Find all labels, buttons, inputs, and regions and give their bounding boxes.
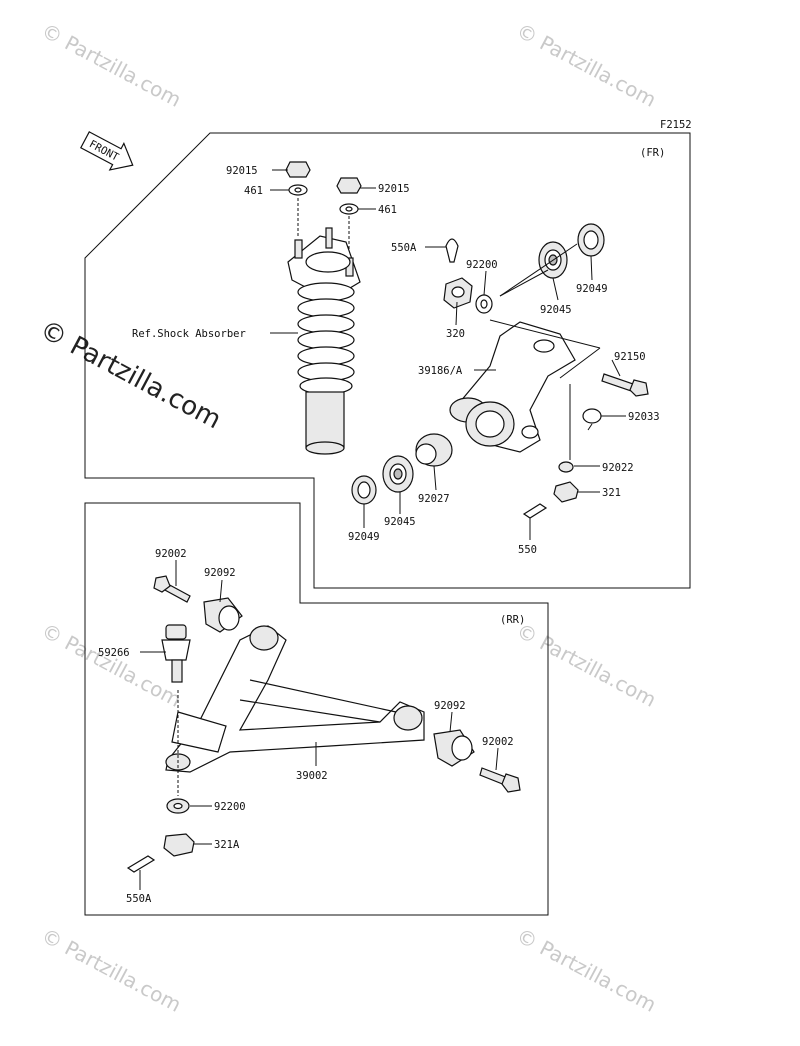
label-92045-bottom: 92045 xyxy=(384,516,416,528)
label-321: 321 xyxy=(602,487,621,499)
label-92015-a: 92015 xyxy=(226,165,258,177)
label-ref-shock-absorber: Ref.Shock Absorber xyxy=(132,328,246,340)
watermark-mid-left: © Partzilla.com xyxy=(38,618,186,712)
frame-front xyxy=(84,132,691,589)
section-fr-label: (FR) xyxy=(640,147,665,159)
leaders-rear xyxy=(139,560,499,890)
label-92200-top: 92200 xyxy=(466,259,498,271)
label-92022: 92022 xyxy=(602,462,634,474)
labels-rear: 92002 92092 59266 92092 92002 39002 9220… xyxy=(98,548,514,905)
label-92150: 92150 xyxy=(614,351,646,363)
label-59266: 59266 xyxy=(98,647,130,659)
label-92045-top: 92045 xyxy=(540,304,572,316)
label-550a-top: 550A xyxy=(391,242,417,254)
section-rr-label: (RR) xyxy=(500,614,525,626)
label-92200-bottom: 92200 xyxy=(214,801,246,813)
label-92049-bottom: 92049 xyxy=(348,531,380,543)
label-92002-top: 92002 xyxy=(155,548,187,560)
watermark-bottom-right: © Partzilla.com xyxy=(513,923,661,1017)
label-39002: 39002 xyxy=(296,770,328,782)
label-321a: 321A xyxy=(214,839,240,851)
label-461-b: 461 xyxy=(378,204,397,216)
label-320: 320 xyxy=(446,328,465,340)
label-550: 550 xyxy=(518,544,537,556)
leaders-front xyxy=(270,169,626,540)
label-92015-b: 92015 xyxy=(378,183,410,195)
label-92092-right: 92092 xyxy=(434,700,466,712)
knuckle-assembly xyxy=(351,223,649,519)
watermark-bottom-left: © Partzilla.com xyxy=(38,923,186,1017)
label-92002-right: 92002 xyxy=(482,736,514,748)
labels-front: 92015 461 92015 461 550A 92200 92049 920… xyxy=(132,165,660,556)
label-550a-bottom: 550A xyxy=(126,893,152,905)
label-92033: 92033 xyxy=(628,411,660,423)
shock-absorber xyxy=(285,161,362,455)
watermark-top-left: © Partzilla.com xyxy=(38,18,186,112)
watermark-top-right: © Partzilla.com xyxy=(513,18,661,112)
front-arrow-icon: FRONT xyxy=(80,131,134,171)
watermark-mid-right: © Partzilla.com xyxy=(513,618,661,712)
diagram-code: F2152 xyxy=(660,119,692,131)
rear-arm-assembly xyxy=(126,575,521,873)
frame-rear xyxy=(84,502,549,916)
label-92027: 92027 xyxy=(418,493,450,505)
label-39186a: 39186/A xyxy=(418,365,463,377)
label-92092-top: 92092 xyxy=(204,567,236,579)
label-461-a: 461 xyxy=(244,185,263,197)
label-92049-top: 92049 xyxy=(576,283,608,295)
